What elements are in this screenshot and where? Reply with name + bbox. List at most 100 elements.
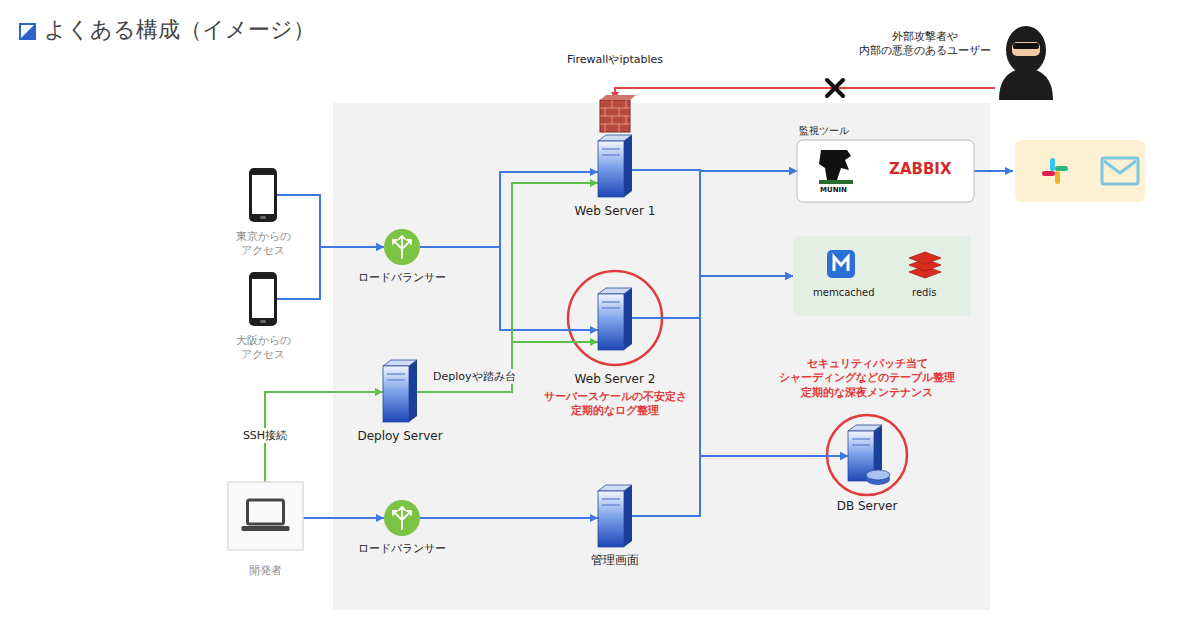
slack-bar [1042, 171, 1055, 176]
node-label: ロードバランサー [358, 542, 446, 556]
node-label: セキュリティパッチ当て シャーディングなどのテーブル整理 定期的な深夜メンテナン… [779, 357, 955, 400]
node-shape [598, 485, 632, 547]
monitoring-box: 監視ツールMUNINZABBIX [797, 140, 974, 202]
title-icon-fill [20, 24, 35, 39]
node-shape [249, 168, 277, 222]
db-disk-top [866, 470, 890, 480]
connector [632, 171, 797, 516]
server-node: Web Server 2サーバースケールの不安定さ 定期的なログ整理 [598, 288, 632, 350]
lb-arrow [393, 240, 402, 249]
connector [420, 247, 598, 330]
server-slot [852, 444, 870, 445]
server-front [598, 294, 624, 350]
server-slot [387, 379, 405, 380]
panel [797, 140, 974, 202]
phone-button [260, 216, 266, 219]
node-shape [600, 100, 630, 132]
mail-icon [1102, 158, 1138, 184]
cache-box: memcached redis [793, 236, 971, 316]
node-label: 開発者 [249, 564, 282, 578]
node-shape [995, 22, 1057, 100]
attacker-glasses [1013, 43, 1039, 49]
server-node: Deploy Server [383, 360, 417, 422]
laptop-screen [248, 500, 284, 524]
node-label: ロードバランサー [358, 271, 446, 285]
server-slot [387, 373, 405, 374]
node-shape [384, 500, 420, 536]
node-label: memcached [813, 286, 875, 299]
lb-arrows [393, 236, 411, 258]
node-label: redis [912, 286, 936, 299]
lb-arrow [402, 511, 411, 520]
brick-joints [600, 100, 630, 132]
server-node: 管理画面 [598, 485, 632, 547]
connector [615, 88, 995, 100]
node-label: DB Server [837, 499, 898, 515]
node-shape [384, 229, 420, 265]
firewall-brick [600, 100, 630, 132]
slack-icon [1042, 158, 1068, 184]
redis-icon [909, 252, 941, 278]
node-shape [383, 360, 417, 422]
phone-button [260, 320, 266, 323]
connector [632, 456, 848, 516]
slack-bar [1055, 166, 1068, 171]
load-balancer: ロードバランサー [384, 229, 420, 265]
lb-arrow [393, 511, 402, 520]
lb-circle [384, 500, 420, 536]
node-label: 管理画面 [591, 553, 639, 569]
connector [420, 517, 598, 519]
node-label: Web Server 2 [575, 372, 656, 388]
connector [632, 171, 797, 318]
node-label: 監視ツール [799, 124, 849, 137]
node-shape [848, 425, 886, 487]
attacker-hood [1006, 26, 1046, 74]
node-shape [249, 272, 277, 326]
node-label: 大阪からの アクセス [236, 334, 291, 363]
page-title: よくある構成（イメージ） [44, 15, 315, 45]
node-label: サーバースケールの不安定さ 定期的なログ整理 [544, 390, 687, 419]
node-shape [228, 482, 303, 550]
lb-arrows [393, 507, 411, 529]
laptop-frame [228, 482, 303, 550]
panel [793, 236, 971, 316]
blocked-cross [827, 80, 843, 96]
munin-logo [819, 150, 851, 180]
node-label: 外部攻撃者や 内部の悪意のあるユーザー [859, 30, 991, 59]
node-label: ZABBIX [889, 160, 952, 180]
server-side [624, 135, 632, 197]
memcached-glyph [834, 257, 848, 271]
munin-ground [819, 180, 853, 184]
lb-arrow [402, 240, 411, 249]
node-label: Web Server 1 [575, 204, 656, 220]
connector [632, 170, 793, 276]
slack-bar [1050, 158, 1055, 171]
memcached-icon [827, 250, 855, 278]
phone-body [249, 272, 277, 326]
node-shape [598, 288, 632, 350]
server-side [624, 485, 632, 547]
mail-envelope [1102, 158, 1138, 184]
node-shape [598, 135, 632, 197]
phone-screen [252, 175, 274, 214]
node-label: Firewallやiptables [567, 53, 663, 67]
title-icon [20, 24, 35, 39]
server-node: Web Server 1 [598, 135, 632, 197]
title-icon-frame [20, 24, 35, 39]
attacker-face [1012, 42, 1040, 56]
server-side [624, 288, 632, 350]
edge-label: Deployや踏み台 [430, 369, 519, 384]
connector [417, 183, 598, 392]
server-front [598, 141, 624, 197]
server-slot [602, 301, 620, 302]
phone-node: 東京からの アクセス [249, 168, 277, 222]
laptop-base [242, 526, 290, 531]
edge-label: SSH接続 [240, 428, 290, 443]
phone-screen [252, 279, 274, 318]
db-node: セキュリティパッチ当て シャーディングなどのテーブル整理 定期的な深夜メンテナン… [848, 425, 886, 487]
server-front [383, 366, 409, 422]
load-balancer: ロードバランサー [384, 500, 420, 536]
node-shape [793, 236, 971, 316]
server-slot [602, 504, 620, 505]
developer-node: 開発者 [228, 482, 303, 550]
